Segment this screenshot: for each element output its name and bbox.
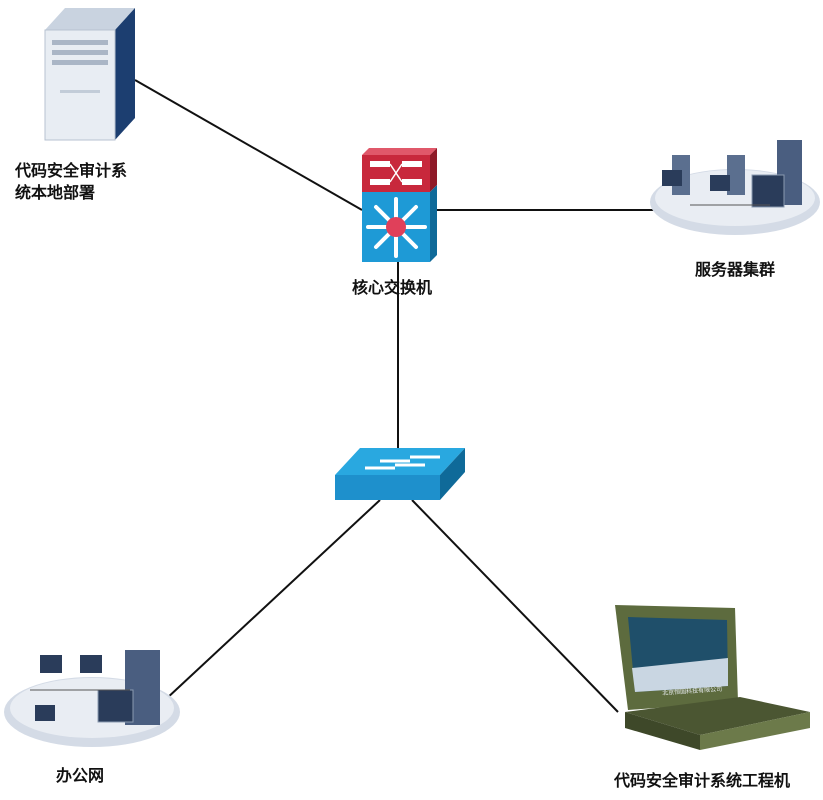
server-cluster-label: 服务器集群 <box>695 260 776 279</box>
link-access-workstation <box>411 499 619 713</box>
local-server-label-line1: 代码安全审计系 <box>15 161 128 180</box>
link-local-server-core <box>134 79 363 211</box>
core-switch-label: 核心交换机 <box>352 278 433 297</box>
office-network-icon <box>4 650 180 747</box>
links <box>134 79 662 713</box>
local-server-label: 代码安全审计系 统本地部署 <box>15 160 127 204</box>
layer3-switch-icon <box>362 148 437 262</box>
office-network-label: 办公网 <box>56 766 105 785</box>
local-server-label-line2: 统本地部署 <box>15 183 96 202</box>
workgroup-switch-icon <box>335 448 465 500</box>
server-cluster-icon <box>650 140 820 235</box>
workstation-label: 代码安全审计系统工程机 <box>614 771 791 790</box>
link-access-office <box>164 499 381 701</box>
server-tower-icon <box>44 8 135 141</box>
rugged-laptop-icon <box>615 605 810 750</box>
